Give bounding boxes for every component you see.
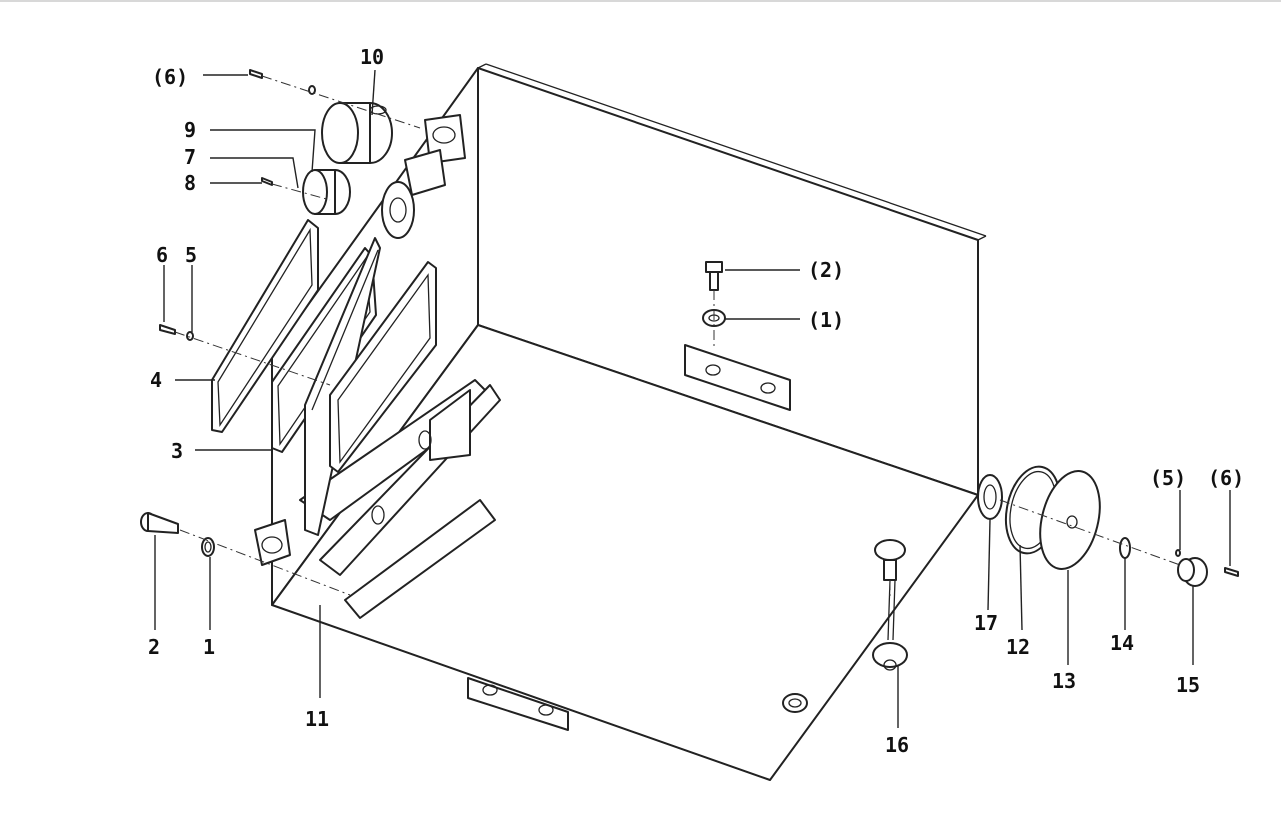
callout-13: 13 (1052, 669, 1076, 693)
screw-6-top (249, 69, 263, 79)
left-eye-lug (254, 519, 291, 566)
callout-5-right: (5) (1150, 466, 1186, 490)
callout-8: 8 (184, 171, 196, 195)
callout-7: 7 (184, 145, 196, 169)
callout-16: 16 (885, 733, 909, 757)
filter-sleeve-9 (302, 169, 351, 215)
tank-window-opening (329, 261, 437, 473)
bolt-2 (140, 512, 179, 534)
callout-1: 1 (203, 635, 215, 659)
callout-2: 2 (148, 635, 160, 659)
stiffener-ribs (299, 379, 501, 619)
callout-10: 10 (360, 45, 384, 69)
callout-2-ref: (2) (808, 258, 844, 282)
screw-8 (261, 177, 273, 186)
callout-6-right: (6) (1208, 466, 1244, 490)
callout-12: 12 (1006, 635, 1030, 659)
washer-5-right (1175, 549, 1181, 557)
plug-15 (1177, 557, 1208, 587)
washer-5-left (186, 331, 194, 341)
inspection-cover-4 (211, 219, 319, 433)
callout-9: 9 (184, 118, 196, 142)
callout-15: 15 (1176, 673, 1200, 697)
flange-ring-17 (977, 474, 1003, 520)
callout-14: 14 (1110, 631, 1134, 655)
callout-6-top: (6) (152, 65, 188, 89)
callout-4: 4 (150, 368, 162, 392)
screw-6-right (1224, 567, 1239, 577)
callout-6-left: 6 (156, 243, 168, 267)
top-border (0, 0, 1281, 2)
callout-17: 17 (974, 611, 998, 635)
filler-cap-10 (321, 102, 393, 164)
level-gauge-16 (872, 539, 908, 671)
filler-neck-ring (381, 149, 446, 239)
washer-1 (201, 537, 215, 557)
screw-6-left (159, 324, 176, 335)
o-ring-14 (1119, 537, 1131, 559)
tank-body (271, 63, 987, 781)
callout-1-ref: (1) (808, 308, 844, 332)
washer-top (308, 85, 316, 95)
callout-11: 11 (305, 707, 329, 731)
rear-mount-bracket (684, 344, 791, 411)
lower-bracket (467, 677, 569, 731)
callout-5-left: 5 (185, 243, 197, 267)
leader-lines (154, 69, 1231, 728)
callout-3: 3 (171, 439, 183, 463)
drain-boss (782, 693, 808, 713)
cover-plate-13 (1039, 470, 1101, 570)
assembly-center-lines (174, 75, 1181, 600)
